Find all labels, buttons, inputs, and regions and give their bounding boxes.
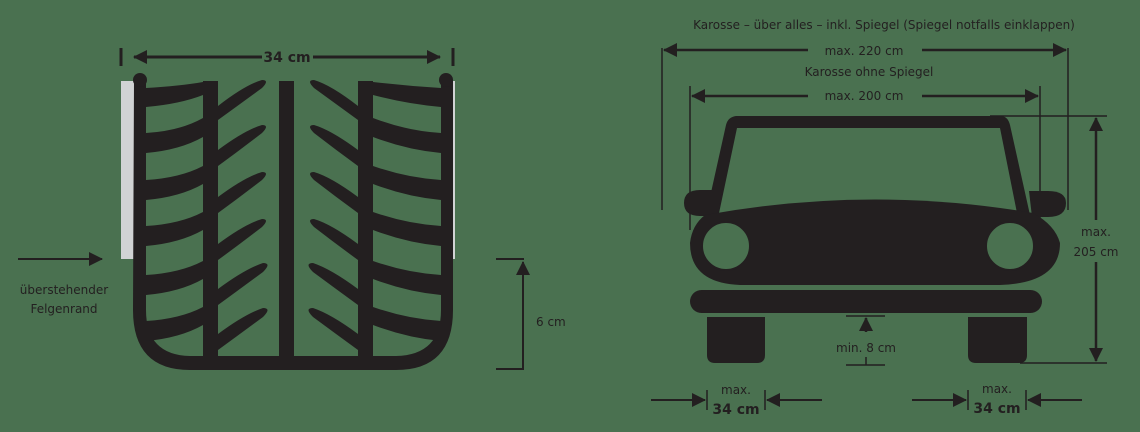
body-width-label: max. 200 cm [825,89,904,103]
tire-tread-icon [133,73,453,370]
left-wheel-width-dimension: max. 34 cm [651,383,822,418]
ground-clearance-label: min. 8 cm [836,341,896,355]
rim-protrusion-annotation: überstehender Felgenrand [18,252,108,316]
car-front-icon [684,116,1066,363]
tire-width-label: 34 cm [263,50,310,66]
body-width-dimension: Karosse ohne Spiegel max. 200 cm [689,65,1041,230]
car-height-label-line2: 205 cm [1073,245,1118,259]
car-diagram: Karosse – über alles – inkl. Spiegel (Sp… [651,18,1119,418]
car-height-label-line1: max. [1081,225,1111,239]
overall-width-label: max. 220 cm [825,44,904,58]
rim-label-line1: überstehender [20,283,108,297]
tire-height-label: 6 cm [536,315,566,329]
left-wheel-label-line2: 34 cm [712,402,759,418]
tire-diagram: 34 cm [18,48,566,370]
overall-width-dimension: Karosse – über alles – inkl. Spiegel (Sp… [661,18,1075,210]
body-width-title: Karosse ohne Spiegel [805,65,934,79]
right-wheel-label-line1: max. [982,382,1012,396]
tire-height-dimension: 6 cm [496,258,566,370]
rim-label-line2: Felgenrand [30,302,97,316]
right-wheel-width-dimension: max. 34 cm [912,382,1082,417]
car-height-dimension: max. 205 cm [990,115,1119,364]
left-wheel-label-line1: max. [721,383,751,397]
tire-width-dimension: 34 cm [119,48,455,66]
overall-width-title: Karosse – über alles – inkl. Spiegel (Sp… [693,18,1075,32]
ground-clearance-dimension: min. 8 cm [836,315,896,366]
right-wheel-label-line2: 34 cm [973,401,1020,417]
rim-left [121,81,135,259]
